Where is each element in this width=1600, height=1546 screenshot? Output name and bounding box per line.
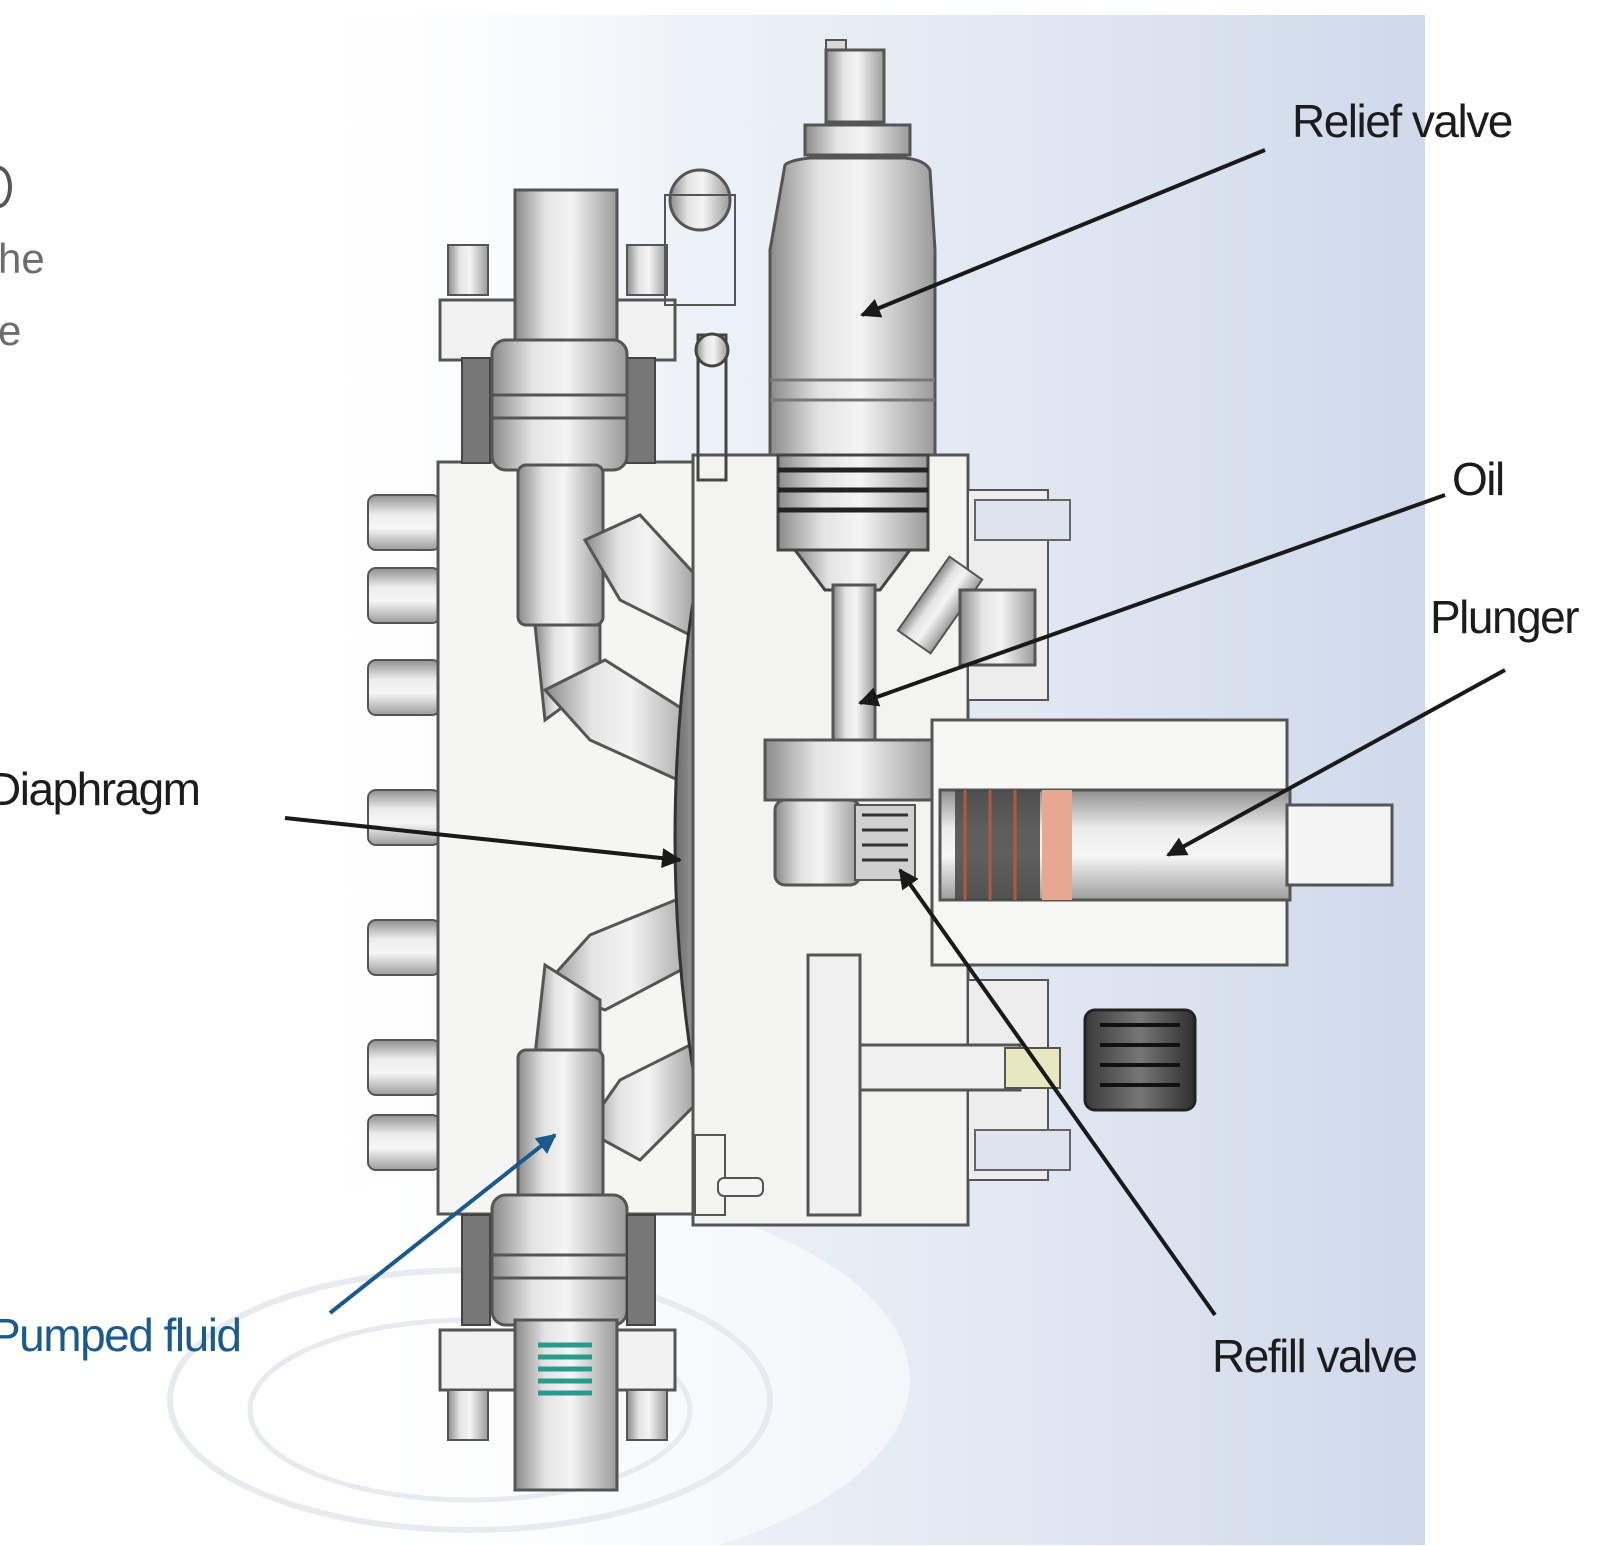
diaphragm-rod xyxy=(694,332,764,1216)
plunger-assembly xyxy=(930,718,1394,967)
cropped-text-line-2: e xyxy=(0,307,22,354)
leader-lines xyxy=(284,148,1506,1317)
discharge-valve-fitting xyxy=(438,168,736,472)
relief-valve xyxy=(768,39,937,592)
refill-valve-label: Refill valve xyxy=(1212,1330,1418,1382)
plunger-label: Plunger xyxy=(1430,591,1580,643)
fluid-passages xyxy=(516,463,702,1202)
suction-spring xyxy=(538,1342,592,1396)
plunger-seal xyxy=(1042,790,1072,900)
oil-leader xyxy=(858,493,1446,707)
pumped-fluid-leader xyxy=(328,1133,557,1315)
suction-valve-fitting xyxy=(438,1193,677,1492)
relief-valve-leader xyxy=(860,148,1266,318)
plunger-leader xyxy=(1166,668,1506,857)
diaphragm-label: Diaphragm xyxy=(0,763,201,815)
cropped-text-line-1: he xyxy=(0,235,45,282)
refill-valve xyxy=(773,798,1061,1217)
oil-label: Oil xyxy=(1452,453,1505,505)
relief-valve-label: Relief valve xyxy=(1292,95,1513,147)
fill-cap xyxy=(1083,1008,1197,1112)
pumped-fluid-label: Pumped fluid xyxy=(0,1309,242,1361)
diaphragm-leader xyxy=(284,816,682,869)
refill-valve-leader xyxy=(898,868,1217,1317)
